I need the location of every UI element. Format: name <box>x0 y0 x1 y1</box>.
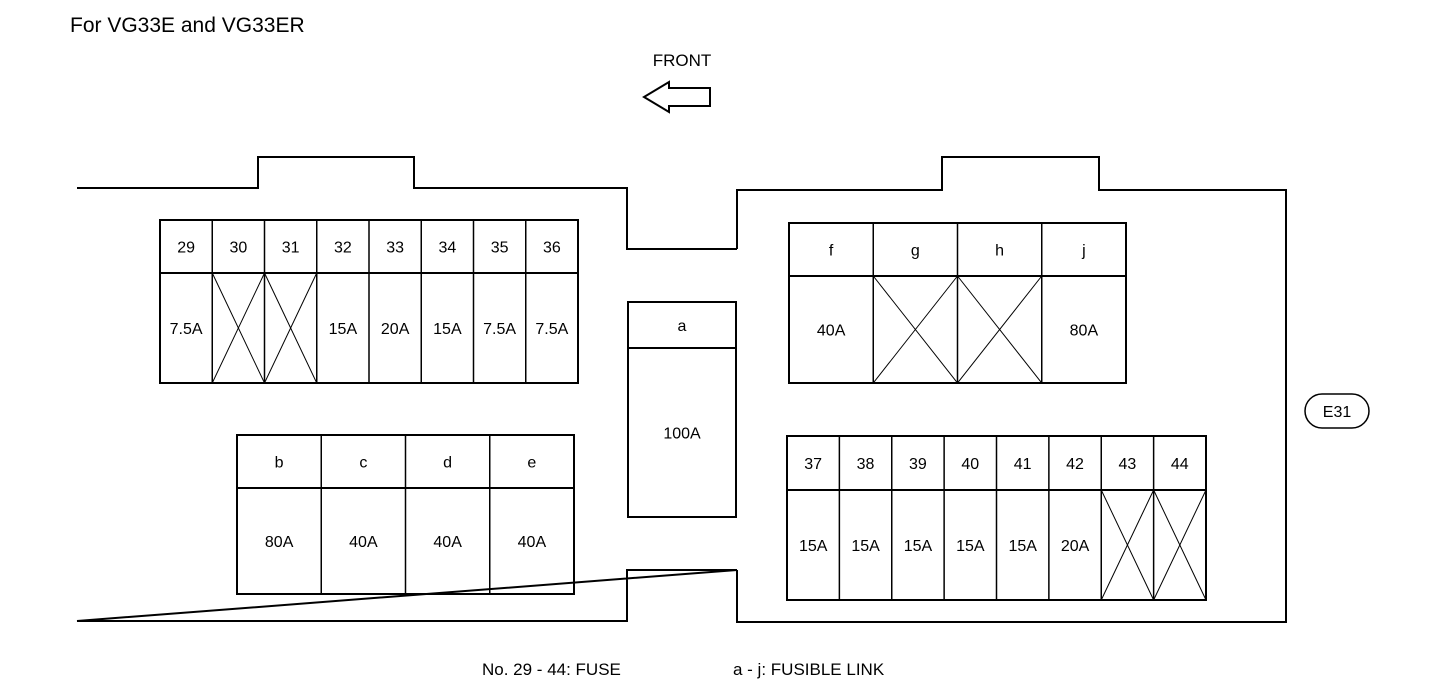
fuse-slot-39-rating: 15A <box>904 538 933 555</box>
connector-badge <box>1304 393 1370 429</box>
fuse-slot-44-empty-mark <box>1153 489 1207 601</box>
fusible-link-a: a 100A <box>627 301 737 518</box>
fuse-slot-31-label: 31 <box>282 239 300 256</box>
fuse-slot-41-label: 41 <box>1014 456 1032 473</box>
connector-label: E31 <box>1323 404 1352 421</box>
fuse-slot-38-label: 38 <box>857 456 875 473</box>
link-slot-b-rating: 80A <box>265 534 294 551</box>
link-slot-e-rating: 40A <box>518 534 547 551</box>
fuse-slot-32-rating: 15A <box>329 321 358 338</box>
link-slot-b-label: b <box>275 454 284 471</box>
fuse-block-29-36: 29 7.5A 30 31 32 15A 33 20A 34 15A 35 7.5A 36 7.5A <box>159 219 579 384</box>
fuse-block-37-44: 37 15A 38 15A 39 15A 40 15A 41 15A 42 20A 43 44 <box>786 435 1207 601</box>
fuse-slot-39-label: 39 <box>909 456 927 473</box>
fuse-slot-44-label: 44 <box>1171 456 1189 473</box>
fuse-slot-41-rating: 15A <box>1008 538 1037 555</box>
fuse-slot-34-rating: 15A <box>433 321 462 338</box>
fuse-slot-40-rating: 15A <box>956 538 985 555</box>
link-slot-h-label: h <box>995 242 1004 259</box>
fuse-slot-37-label: 37 <box>804 456 822 473</box>
link-slot-j-label: j <box>1081 242 1086 259</box>
fuse-slot-33-rating: 20A <box>381 321 410 338</box>
diagram-heading: For VG33E and VG33ER <box>70 14 305 37</box>
legend-fuse: No. 29 - 44: FUSE <box>482 660 621 679</box>
fuse-slot-32-label: 32 <box>334 239 352 256</box>
fuse-slot-43-label: 43 <box>1119 456 1137 473</box>
fuse-slot-42-label: 42 <box>1066 456 1084 473</box>
fuse-slot-30-label: 30 <box>229 239 247 256</box>
fusible-link-block-b-e: b 80A c 40A d 40A e 40A <box>236 434 575 595</box>
left-housing-outline <box>76 156 738 622</box>
fuse-slot-36-rating: 7.5A <box>535 321 568 338</box>
link-slot-d-rating: 40A <box>433 534 462 551</box>
link-slot-h-empty-mark <box>957 275 1043 384</box>
fuse-slot-35-label: 35 <box>491 239 509 256</box>
link-slot-a-rating: 100A <box>663 425 701 442</box>
link-slot-d-label: d <box>443 454 452 471</box>
fuse-slot-36-label: 36 <box>543 239 561 256</box>
fuse-slot-34-label: 34 <box>438 239 456 256</box>
link-slot-f-label: f <box>829 242 834 259</box>
legend-fusible-link: a - j: FUSIBLE LINK <box>733 660 885 679</box>
right-housing-outline <box>736 156 1287 623</box>
fuse-slot-33-label: 33 <box>386 239 404 256</box>
fuse-slot-43-empty-mark <box>1100 489 1155 601</box>
fuse-slot-38-rating: 15A <box>851 538 880 555</box>
fusible-link-block-f-j: f 40A g h j 80A <box>788 222 1127 384</box>
link-slot-g-empty-mark <box>872 275 958 384</box>
front-label: FRONT <box>653 51 712 70</box>
fuse-slot-42-rating: 20A <box>1061 538 1090 555</box>
link-slot-e-label: e <box>527 454 536 471</box>
fuse-slot-31-empty-mark <box>264 272 318 384</box>
link-slot-c-label: c <box>359 454 367 471</box>
link-slot-g-label: g <box>911 242 920 259</box>
fuse-slot-40-label: 40 <box>961 456 979 473</box>
fuse-slot-29-label: 29 <box>177 239 195 256</box>
link-slot-a-label: a <box>678 318 687 335</box>
fuse-slot-37-rating: 15A <box>799 538 828 555</box>
fuse-slot-30-empty-mark <box>211 272 265 384</box>
link-frame <box>627 301 737 518</box>
link-slot-c-rating: 40A <box>349 534 378 551</box>
link-slot-j-rating: 80A <box>1070 322 1099 339</box>
front-arrow-icon <box>642 80 711 114</box>
fuse-slot-29-rating: 7.5A <box>170 321 203 338</box>
fuse-slot-35-rating: 7.5A <box>483 321 516 338</box>
link-slot-f-rating: 40A <box>817 322 846 339</box>
